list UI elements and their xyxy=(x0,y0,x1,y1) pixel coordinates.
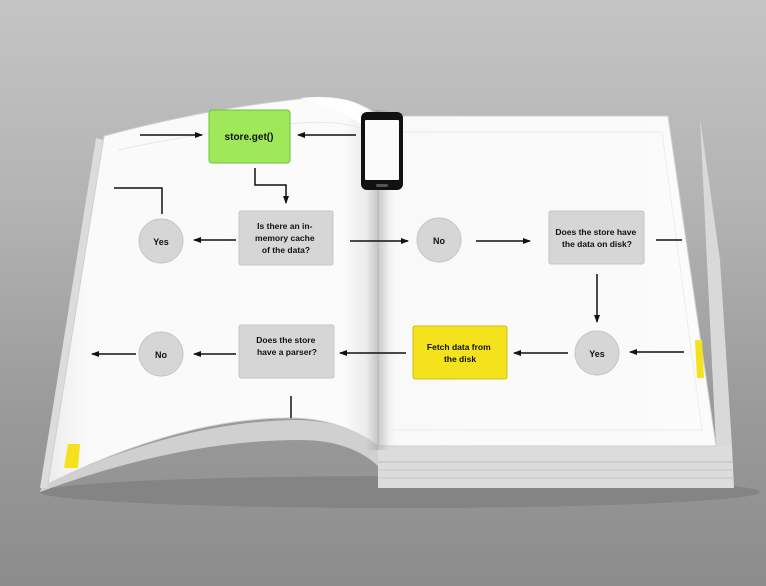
start-node: store.get() xyxy=(208,109,291,164)
start-node-box xyxy=(208,109,291,164)
cache-check-node: Is there an in- memory cache of the data… xyxy=(238,210,334,266)
start-node-label: store.get() xyxy=(225,132,274,143)
right-page-stack xyxy=(378,118,734,488)
svg-text:Is there an in- memory c: Is there an in- memory cache of the data… xyxy=(255,221,317,255)
arrow-start-to-cache xyxy=(254,168,289,204)
disk-check-line-2: the data on disk? xyxy=(562,239,632,249)
disk-check-line-1: Does the store have xyxy=(555,227,636,237)
parser-check-line-1: Does the store xyxy=(256,335,315,345)
connectors xyxy=(91,132,684,418)
page-curl xyxy=(300,96,378,140)
no-middle-node: No xyxy=(416,217,462,263)
cache-check-line-2: memory cache xyxy=(255,233,315,243)
yes-right-label: Yes xyxy=(589,349,605,359)
phone-icon xyxy=(361,112,403,190)
fetch-disk-node: Fetch data from the disk xyxy=(412,325,508,380)
svg-text:Fetch data from the disk: Fetch data from the disk xyxy=(427,342,493,364)
no-middle-label: No xyxy=(433,236,445,246)
yes-right-node: Yes xyxy=(574,330,620,376)
yes-left-node: Yes xyxy=(138,218,184,264)
no-left-label: No xyxy=(155,350,167,360)
cache-check-line-1: Is there an in- xyxy=(257,221,312,231)
right-edge-yellow-fragment xyxy=(695,340,704,378)
parser-check-line-2: have a parser? xyxy=(257,347,317,357)
svg-text:Does the store have a pa: Does the store have a parser? xyxy=(256,335,317,357)
no-left-node: No xyxy=(138,331,184,377)
right-page-border xyxy=(392,131,703,431)
left-page-stack xyxy=(40,138,378,492)
right-page xyxy=(377,115,717,447)
fetch-disk-line-1: Fetch data from xyxy=(427,342,491,352)
yes-left-label: Yes xyxy=(153,237,169,247)
disk-check-node: Does the store have the data on disk? xyxy=(548,210,645,265)
svg-text:Does the store have the: Does the store have the data on disk? xyxy=(555,227,638,249)
line-left-edge-connector xyxy=(114,187,163,214)
left-edge-yellow-fragment xyxy=(64,444,80,468)
cache-check-line-3: of the data? xyxy=(262,245,310,255)
parser-check-node: Does the store have a parser? xyxy=(238,324,335,379)
fetch-disk-line-2: the disk xyxy=(444,354,476,364)
